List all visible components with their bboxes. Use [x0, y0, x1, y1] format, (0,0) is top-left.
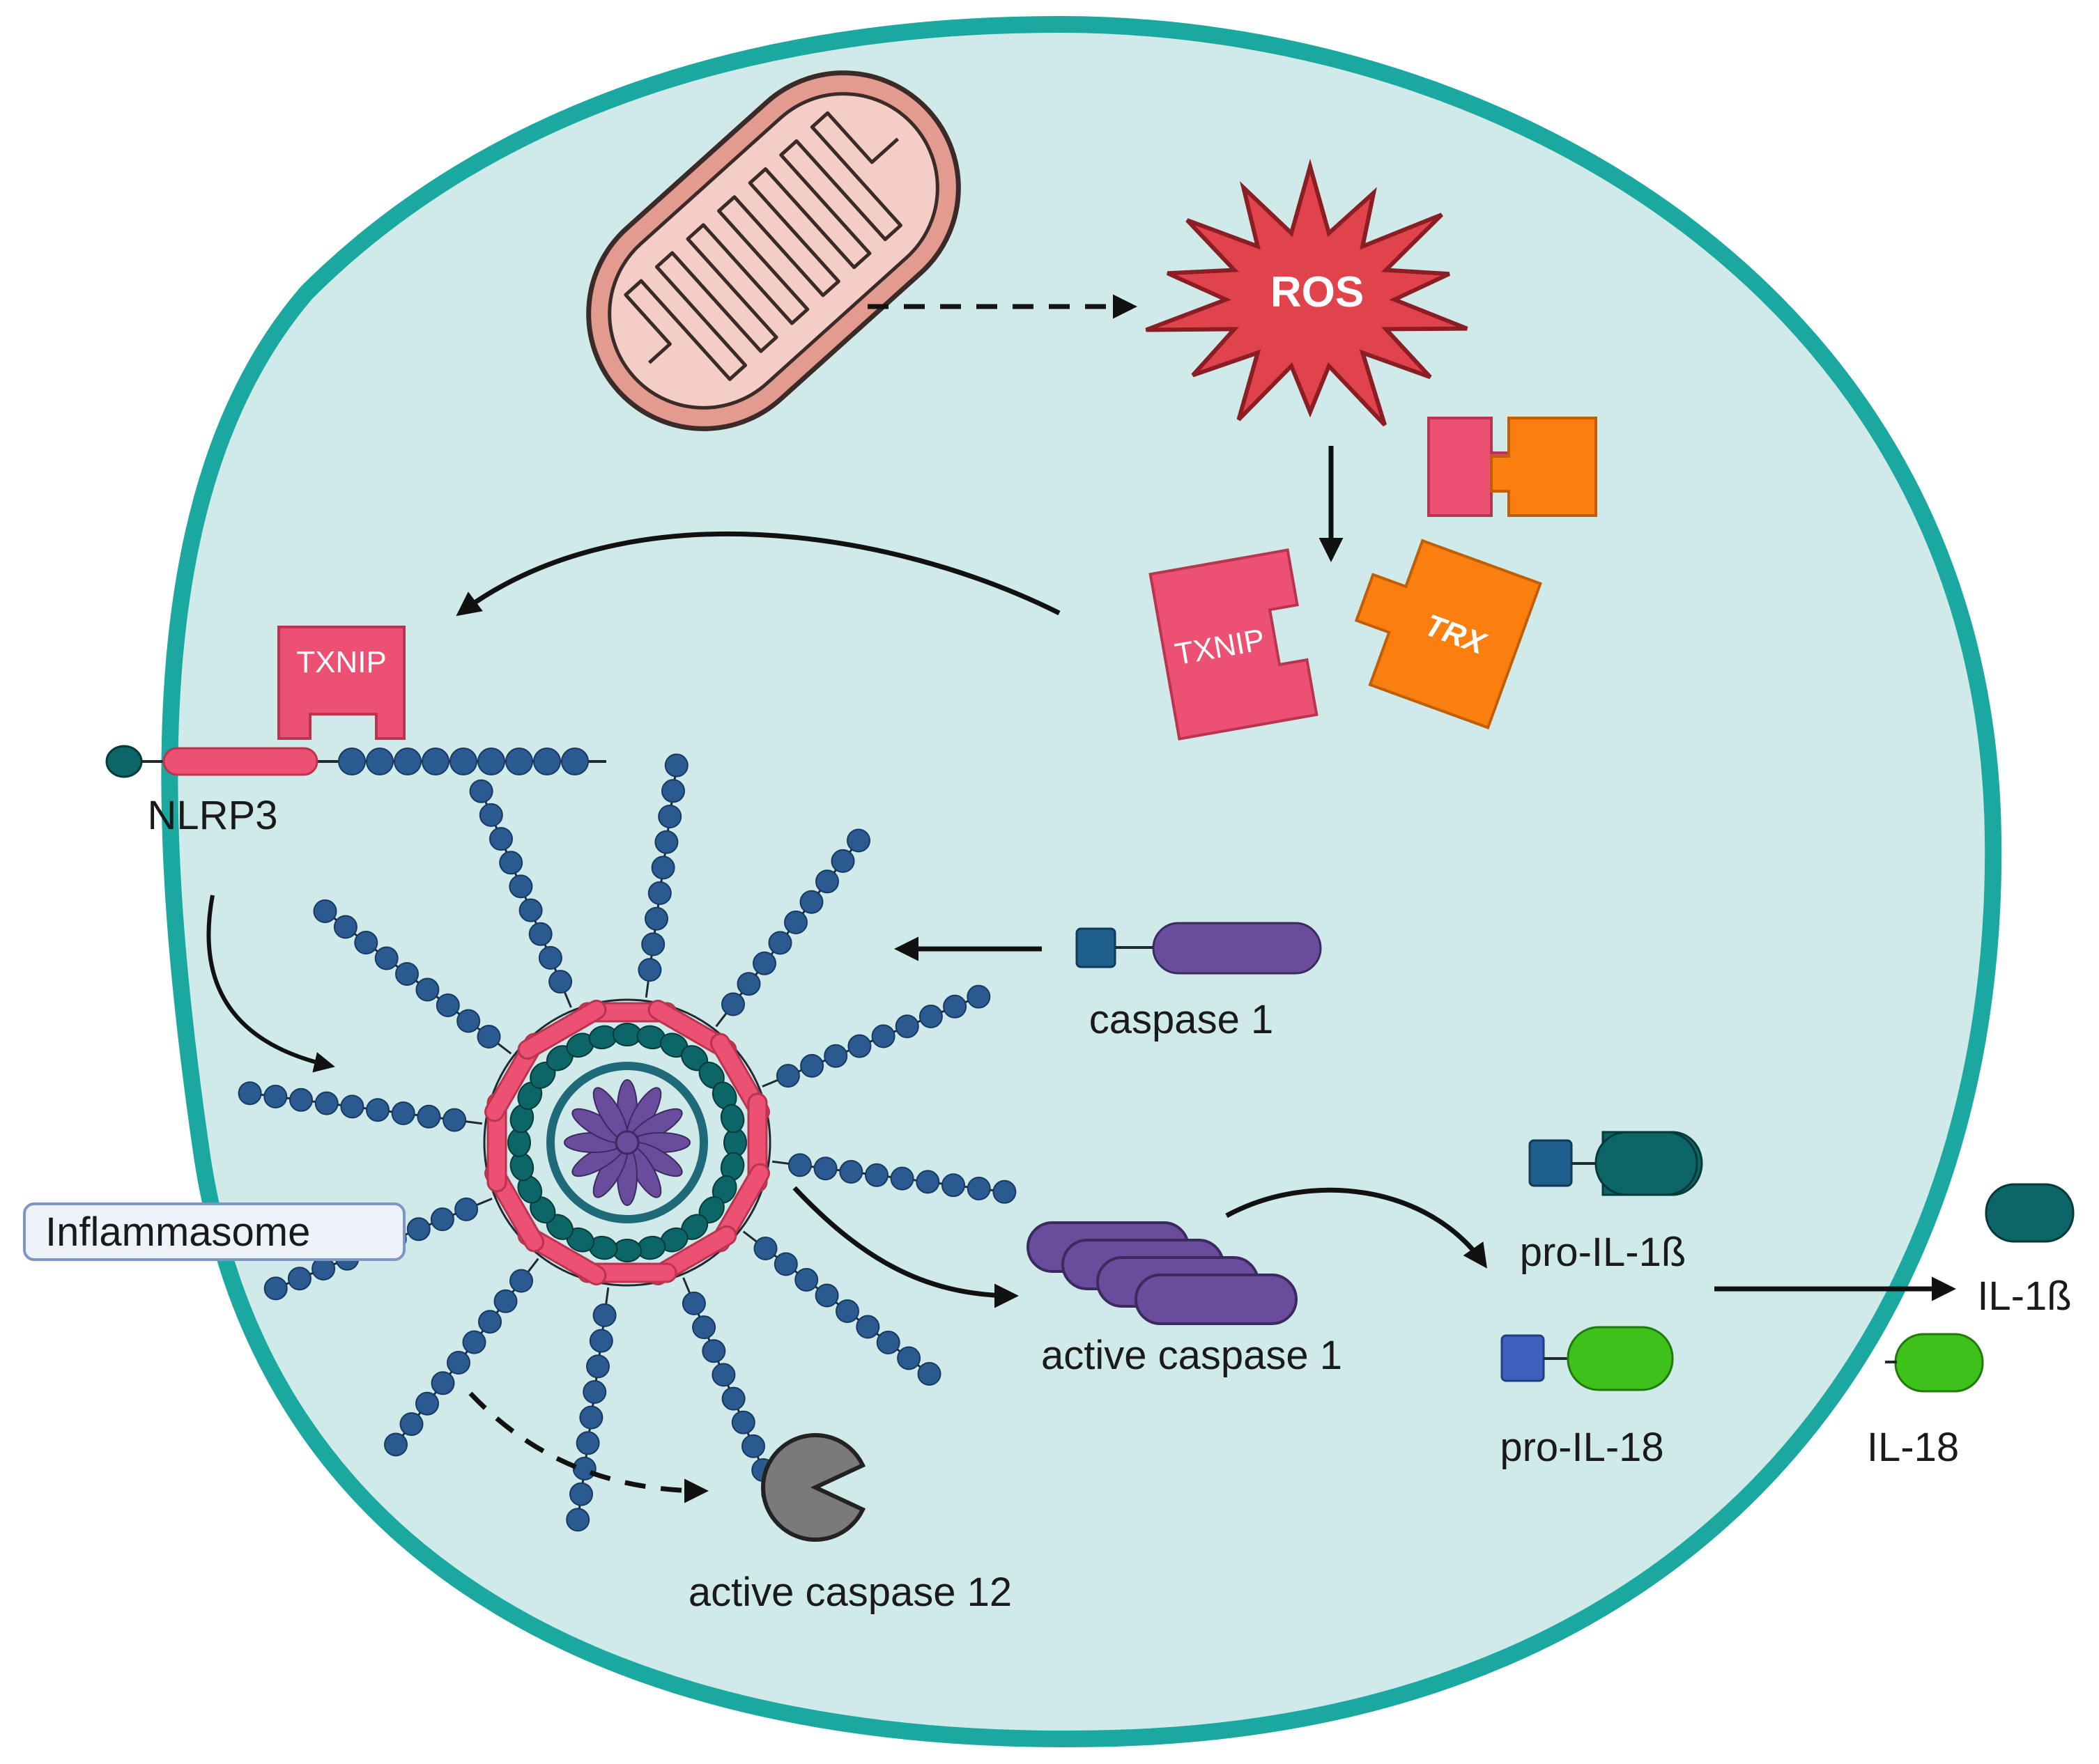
- active-caspase12-label: active caspase 12: [689, 1570, 1012, 1615]
- active-caspase1-label: active caspase 1: [1041, 1333, 1342, 1378]
- nlrp3-bead: [505, 748, 533, 775]
- txnip-bound-label: TXNIP: [296, 645, 387, 679]
- ros-star: ROS: [1145, 158, 1468, 427]
- pro-il18-label: pro-IL-18: [1500, 1425, 1663, 1470]
- inflammasome-spoke: [469, 779, 573, 1008]
- inflammasome-label: Inflammasome: [45, 1209, 310, 1255]
- arrow-inflammasome-to-active-caspase1: [792, 1186, 1019, 1308]
- inflammasome-spoke: [772, 1153, 1017, 1204]
- inflammasome-spoke: [238, 1081, 482, 1132]
- inflammasome-spoke: [715, 828, 870, 1028]
- nlrp3-bead: [449, 748, 477, 775]
- nlrp3-nacht-segment: [517, 1000, 607, 1060]
- il18-label: IL-18: [1867, 1425, 1959, 1470]
- inflammasome-spoke: [384, 1258, 539, 1457]
- nlrp3-bead: [394, 748, 422, 775]
- arrow-nlrp3-to-inflammasome: [206, 895, 335, 1073]
- txnip-free: TXNIP: [1148, 548, 1318, 741]
- trx-free: TRX: [1354, 539, 1542, 729]
- inflammasome-complex: [238, 753, 1017, 1532]
- mitochondrion: [586, 70, 961, 431]
- inflammasome-spoke: [682, 1277, 785, 1506]
- pro-il18-molecule: [1500, 1326, 1674, 1391]
- inflammasome-spoke: [638, 753, 689, 998]
- arrow-inflammasome-to-caspase12: [468, 1391, 709, 1503]
- inflammasome-spoke: [742, 1230, 941, 1386]
- il18-molecule: [1885, 1333, 1984, 1393]
- txnip-trx-complex: [1427, 417, 1597, 517]
- pro-il1b-label: pro-IL-1ß: [1520, 1230, 1686, 1275]
- inflammasome-spoke: [313, 899, 512, 1055]
- cell-membrane: [161, 15, 2002, 1747]
- nlrp3-bead: [477, 748, 505, 775]
- nlrp3-bead: [422, 748, 449, 775]
- caspase1-molecule: [1075, 922, 1322, 975]
- arrow-active-caspase1-to-pro-il: [1225, 1187, 1488, 1269]
- pro-il1b-molecule: [1528, 1131, 1703, 1196]
- nlrp3-bead: [338, 748, 366, 775]
- il1b-molecule: [1985, 1183, 2075, 1243]
- nlrp3-label: NLRP3: [148, 793, 278, 838]
- nlrp3-bead: [533, 748, 561, 775]
- nlrp3-bead: [561, 748, 589, 775]
- ros-label: ROS: [1270, 268, 1364, 316]
- arrow-txnip-to-nlrp3: [456, 531, 1061, 617]
- active-caspase1-stack: [1027, 1221, 1298, 1325]
- nlrp3-bead: [366, 748, 394, 775]
- inflammasome-label-box: Inflammasome: [23, 1202, 406, 1261]
- nlrp3-molecule: TXNIP: [105, 626, 606, 778]
- active-caspase12-shape: [761, 1433, 866, 1542]
- caspase1-label: caspase 1: [1089, 997, 1273, 1042]
- inflammasome-spoke: [762, 984, 991, 1088]
- il1b-label: IL-1ß: [1977, 1274, 2071, 1319]
